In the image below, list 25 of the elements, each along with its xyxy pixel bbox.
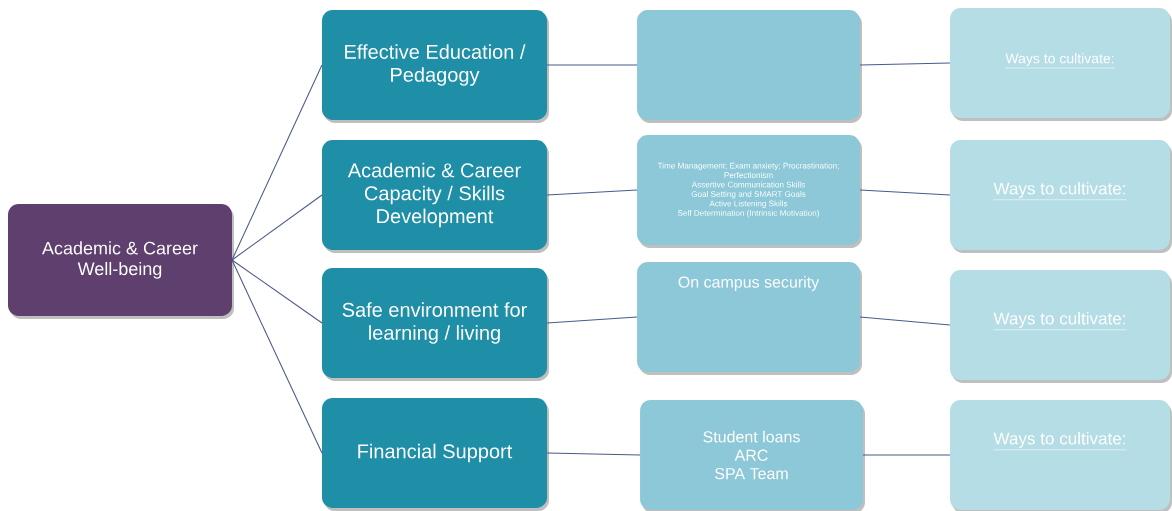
connector-line <box>546 452 641 456</box>
cultivate-box: Ways to cultivate: <box>950 140 1172 253</box>
connector-line <box>231 259 323 454</box>
connector-line <box>862 454 951 456</box>
topic-box: Safe environment for learning / living <box>321 268 549 381</box>
topic-box: Academic & Career Capacity / Skills Development <box>321 140 549 253</box>
cultivate-box: Ways to cultivate: <box>950 400 1172 511</box>
cultivate-box: Ways to cultivate: <box>950 8 1172 121</box>
connector-line <box>546 189 638 196</box>
resource-box: Student loans ARC SPA Team <box>640 400 865 511</box>
connector-line <box>231 194 323 261</box>
connector-line <box>546 316 638 324</box>
connector-line <box>546 64 638 66</box>
resource-box: On campus security <box>637 262 862 375</box>
topic-box: Effective Education / Pedagogy <box>321 10 549 123</box>
topic-box: Financial Support <box>321 398 549 511</box>
resource-box: Time Management; Exam anxiety; Procrastination; Perfectionism Assertive Communication Skills Goal Setting and SMART Goals Active Listening Skills Self Determination (Intrinsic Motivation) <box>637 135 862 248</box>
connector-line <box>231 259 323 324</box>
cultivate-box: Ways to cultivate: <box>950 270 1172 383</box>
connector-line <box>859 316 951 326</box>
connector-line <box>859 189 951 196</box>
category-box: Academic & Career Well-being <box>8 204 234 319</box>
connector-line <box>859 62 951 66</box>
connector-line <box>231 64 323 261</box>
resource-box <box>637 10 862 123</box>
